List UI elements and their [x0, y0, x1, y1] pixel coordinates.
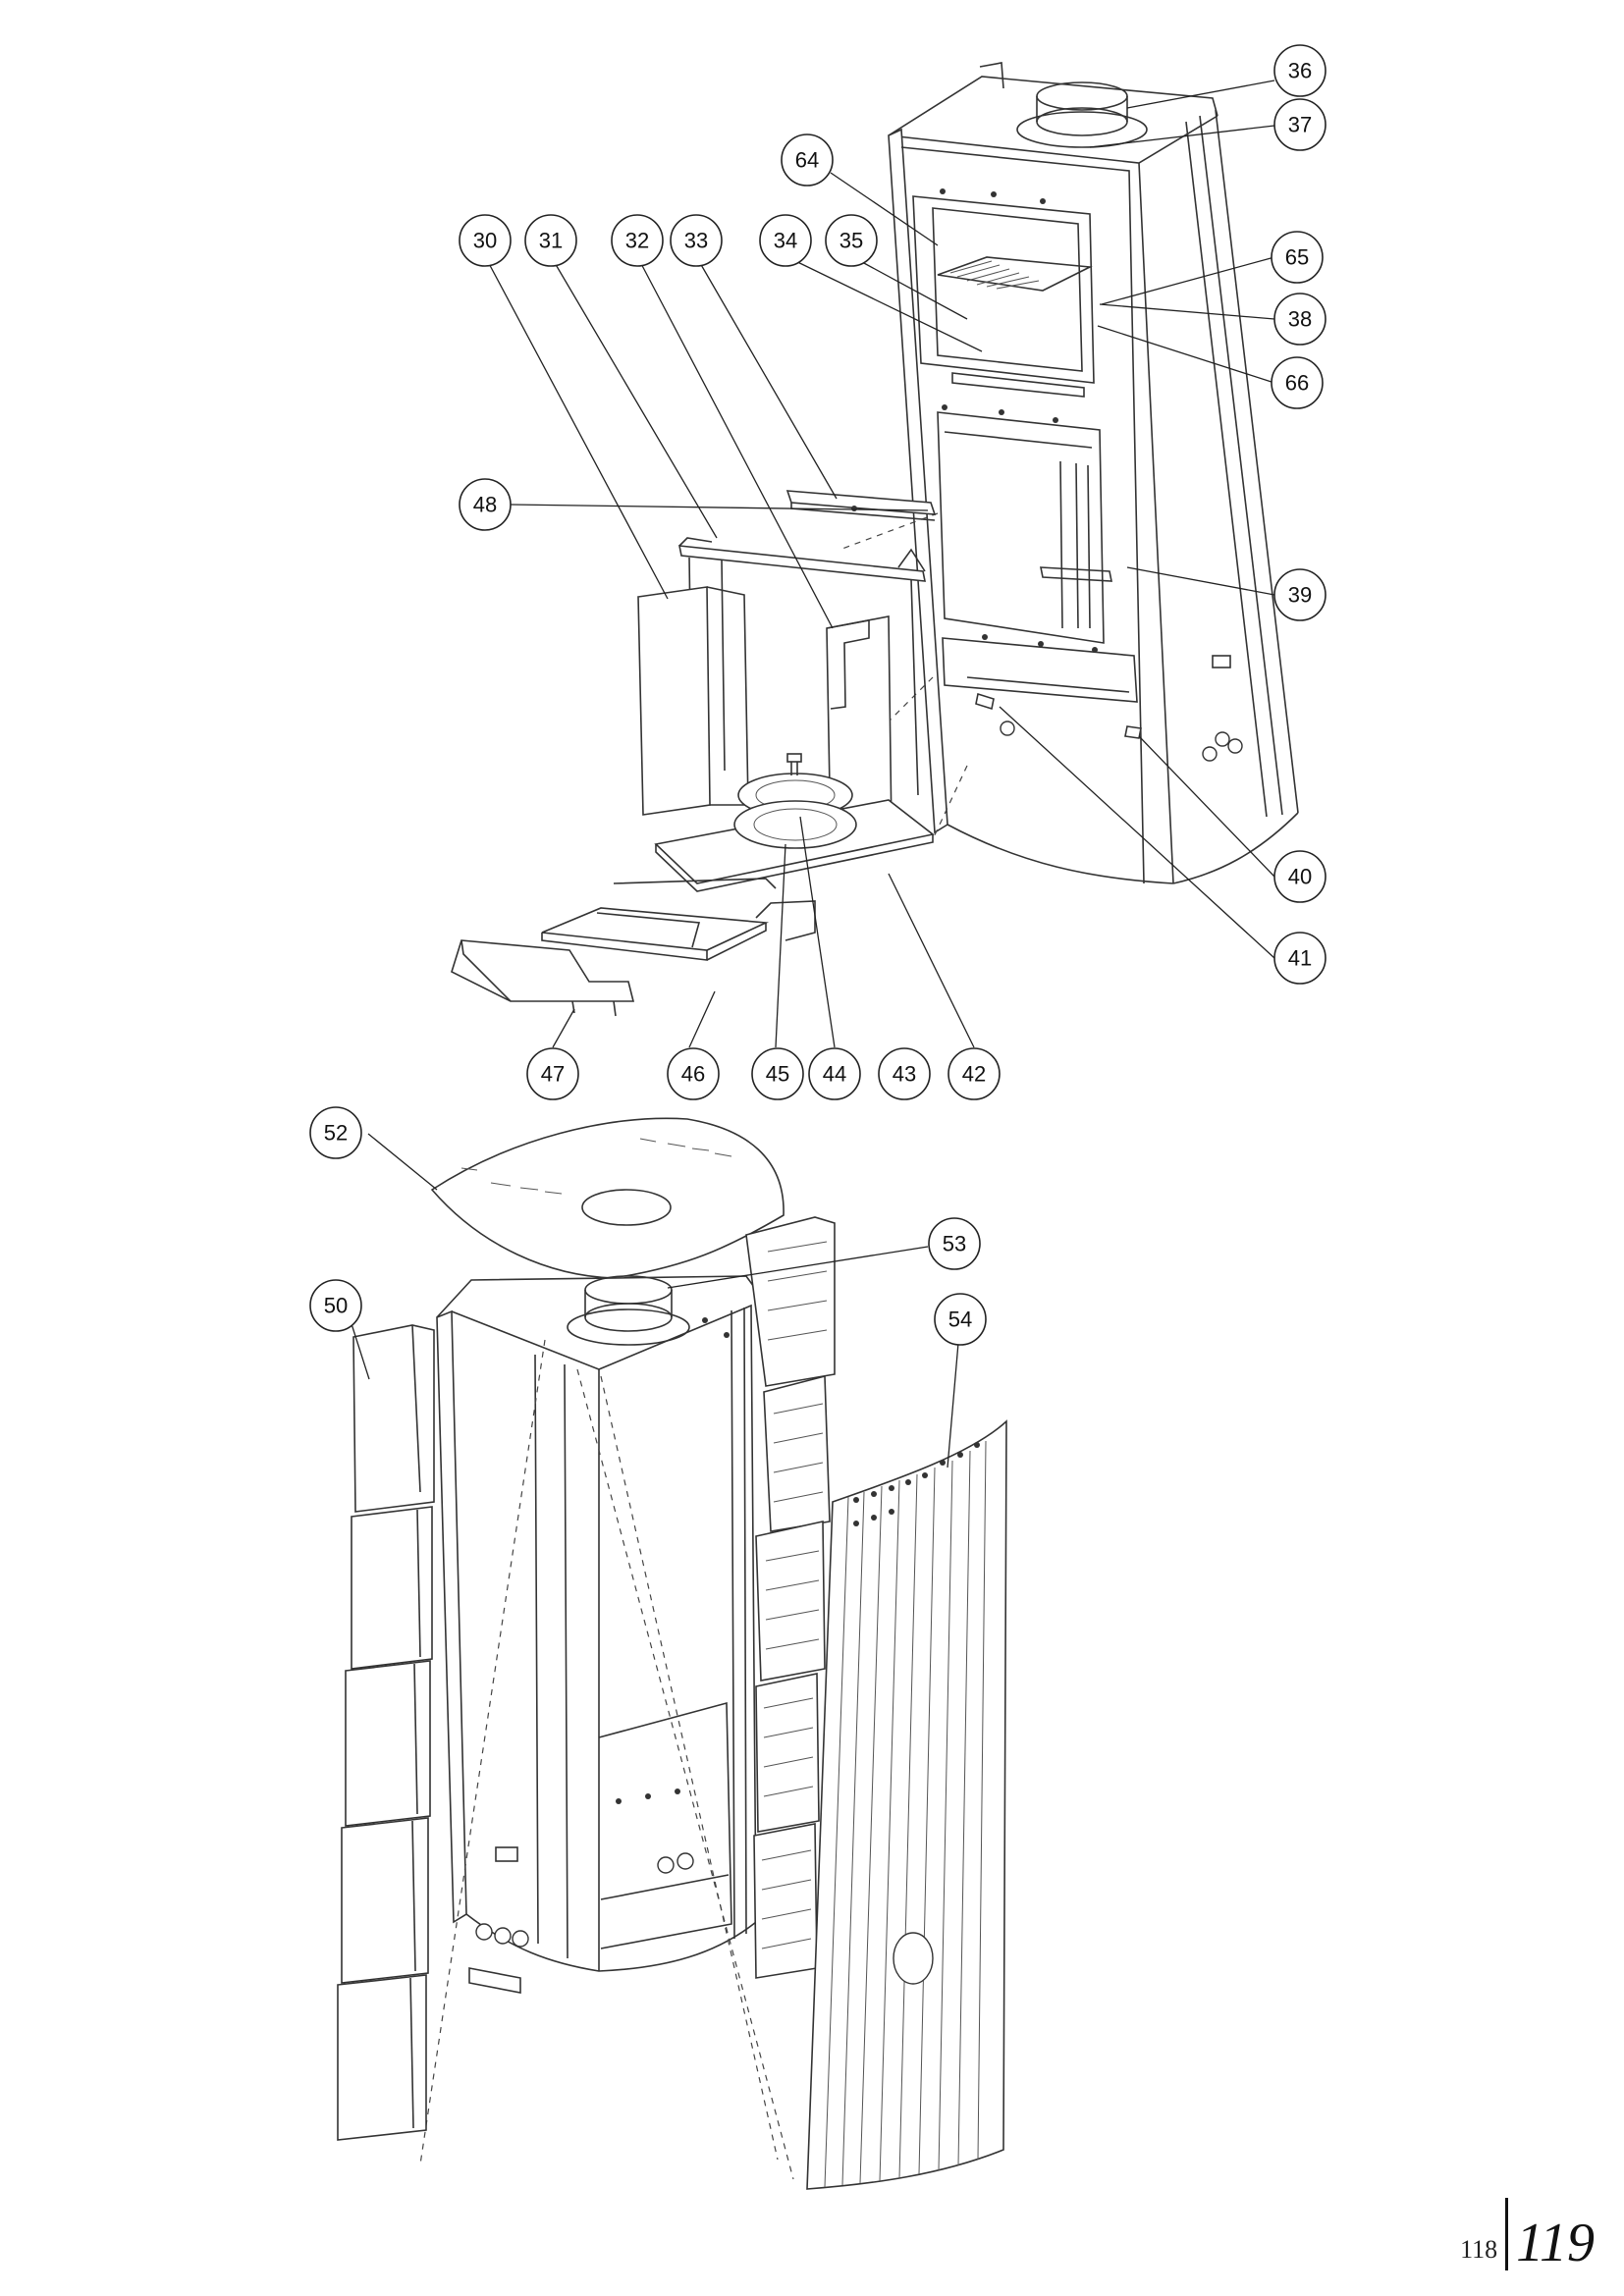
firebox-liners [451, 490, 937, 1017]
page-number-left: 118 [1460, 2235, 1498, 2264]
svg-text:30: 30 [473, 229, 497, 253]
svg-text:48: 48 [473, 493, 497, 517]
svg-text:44: 44 [823, 1062, 846, 1087]
svg-text:64: 64 [795, 148, 819, 173]
side-tile-panels-right [745, 1216, 836, 1979]
svg-text:42: 42 [962, 1062, 986, 1087]
svg-text:37: 37 [1288, 113, 1312, 137]
svg-text:50: 50 [324, 1294, 348, 1318]
callout-52: 52 [309, 1106, 362, 1159]
svg-text:38: 38 [1288, 307, 1312, 332]
lower-body [419, 1275, 794, 2180]
callout-bubbles: 30 31 32 33 34 35 36 37 64 65 38 66 48 3… [309, 44, 1326, 1346]
callout-31: 31 [524, 214, 577, 267]
callout-50: 50 [309, 1279, 362, 1332]
callout-47: 47 [526, 1047, 579, 1100]
callout-53: 53 [928, 1217, 981, 1270]
stove-body-upper [721, 62, 1299, 884]
svg-text:46: 46 [681, 1062, 705, 1087]
callout-45: 45 [751, 1047, 804, 1100]
callout-37: 37 [1273, 98, 1326, 151]
curved-side-panel [806, 1419, 1007, 2190]
page-number-right: 119 [1516, 2213, 1595, 2273]
svg-text:53: 53 [943, 1232, 966, 1256]
svg-text:31: 31 [539, 229, 563, 253]
svg-text:34: 34 [774, 229, 797, 253]
callout-54: 54 [934, 1293, 987, 1346]
svg-text:45: 45 [766, 1062, 789, 1087]
svg-text:39: 39 [1288, 583, 1312, 608]
callout-35: 35 [825, 214, 878, 267]
svg-text:66: 66 [1285, 371, 1309, 396]
leader-lines [345, 80, 1275, 1468]
side-tile-panels-left [337, 1324, 435, 2141]
callout-39: 39 [1273, 568, 1326, 621]
svg-text:54: 54 [948, 1308, 972, 1332]
callout-65: 65 [1271, 231, 1324, 284]
svg-text:33: 33 [684, 229, 708, 253]
svg-text:35: 35 [839, 229, 863, 253]
callout-33: 33 [670, 214, 723, 267]
callout-48: 48 [459, 478, 512, 531]
svg-text:36: 36 [1288, 59, 1312, 83]
callout-40: 40 [1273, 850, 1326, 903]
callout-66: 66 [1271, 356, 1324, 409]
top-plate [430, 1117, 785, 1279]
svg-text:32: 32 [625, 229, 649, 253]
callout-41: 41 [1273, 932, 1326, 985]
callout-46: 46 [667, 1047, 720, 1100]
callout-36: 36 [1273, 44, 1326, 97]
callout-43: 43 [878, 1047, 931, 1100]
svg-text:65: 65 [1285, 245, 1309, 270]
callout-42: 42 [947, 1047, 1001, 1100]
svg-text:47: 47 [541, 1062, 565, 1087]
callout-32: 32 [611, 214, 664, 267]
page-divider [1505, 2198, 1509, 2270]
svg-text:41: 41 [1288, 946, 1312, 971]
svg-text:40: 40 [1288, 865, 1312, 889]
svg-text:52: 52 [324, 1121, 348, 1146]
svg-text:43: 43 [893, 1062, 916, 1087]
callout-44: 44 [808, 1047, 861, 1100]
callout-34: 34 [759, 214, 812, 267]
callout-30: 30 [459, 214, 512, 267]
page-numbers: 118 119 [1460, 2198, 1595, 2270]
callout-38: 38 [1273, 293, 1326, 346]
callout-64: 64 [781, 133, 834, 187]
